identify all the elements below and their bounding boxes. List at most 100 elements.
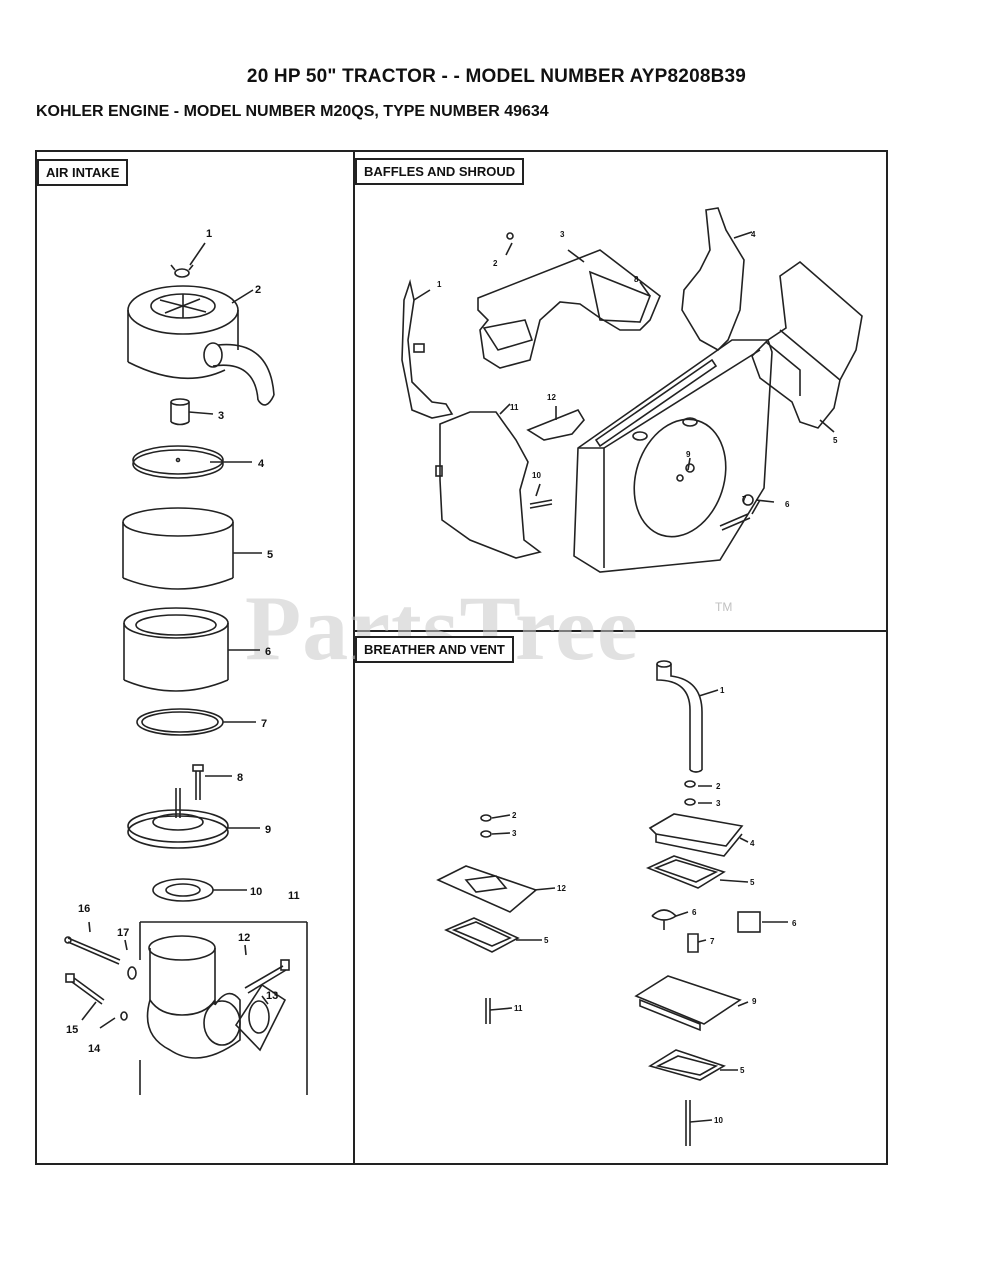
callout-air-17: 17 [117, 927, 129, 939]
callout-breather-5a: 5 [750, 878, 755, 887]
callout-air-3: 3 [218, 410, 224, 422]
part-air-cleaner-cover [127, 285, 275, 406]
part-spacer [170, 398, 190, 426]
part-left-pin-11 [485, 998, 491, 1024]
part-right-washer-3 [684, 798, 696, 806]
callout-air-8: 8 [237, 772, 243, 784]
diagram-frame [35, 150, 888, 1165]
section-label-air-intake: AIR INTAKE [37, 159, 129, 186]
callout-breather-5c: 5 [740, 1066, 745, 1075]
vertical-divider [353, 150, 355, 1165]
part-rod [64, 936, 121, 965]
callout-air-5: 5 [267, 549, 273, 561]
callout-breather-9: 9 [752, 997, 757, 1006]
callout-air-11: 11 [288, 890, 300, 902]
part-gasket-ring [136, 708, 224, 736]
callout-baffle-2: 2 [493, 259, 498, 268]
callout-air-2: 2 [255, 284, 261, 296]
part-precleaner [122, 507, 234, 590]
callout-air-15: 15 [66, 1024, 78, 1036]
breather-parts: 1 2 3 2 3 4 5 12 5 6 6 7 11 9 5 10 [436, 660, 797, 1146]
part-valve-disc [651, 909, 678, 930]
part-right-nut-2 [684, 780, 696, 788]
callout-baffle-4: 4 [751, 230, 756, 239]
part-shroud-bracket-detail [765, 329, 841, 396]
callout-breather-3r: 3 [716, 799, 721, 808]
part-top-baffle [477, 249, 661, 369]
callout-air-10: 10 [250, 886, 262, 898]
part-flange-gasket [234, 983, 287, 1052]
callout-air-14: 14 [88, 1043, 101, 1055]
part-left-plate-12 [436, 865, 538, 913]
part-top-baffle-detail [482, 270, 652, 351]
part-base-gasket [152, 878, 214, 902]
callout-breather-2l: 2 [512, 811, 517, 820]
part-baffle-nut [506, 232, 514, 240]
callout-breather-3l: 3 [512, 829, 517, 838]
part-side-shroud-tab [435, 465, 443, 477]
callout-breather-4: 4 [750, 839, 755, 848]
part-rear-baffle [681, 207, 745, 351]
callout-breather-7: 7 [710, 937, 715, 946]
section-label-breather-vent: BREATHER AND VENT [355, 636, 514, 663]
part-wing-nut [170, 264, 194, 278]
callout-baffle-9: 9 [686, 450, 691, 459]
baffle-parts: 1 2 3 4 5 6 7 8 9 10 11 12 [401, 207, 863, 573]
callout-baffle-8: 8 [634, 275, 639, 284]
callout-breather-6b: 6 [792, 919, 797, 928]
part-small-plate [526, 409, 585, 441]
callout-air-1: 1 [206, 228, 212, 240]
part-long-bolt [65, 973, 105, 1005]
callout-baffle-12: 12 [547, 393, 556, 402]
watermark-tm: TM [715, 600, 733, 614]
page-subtitle: KOHLER ENGINE - MODEL NUMBER M20QS, TYPE… [36, 103, 549, 120]
callout-breather-5b: 5 [544, 936, 549, 945]
part-nut [120, 1011, 128, 1021]
callout-baffle-7: 7 [742, 495, 747, 504]
callout-air-13: 13 [266, 990, 278, 1002]
part-washer [127, 966, 137, 980]
callout-breather-1: 1 [720, 686, 725, 695]
part-shroud-bolt [529, 499, 553, 509]
part-cover-plate [132, 445, 224, 479]
part-right-gasket-5b [648, 1049, 726, 1081]
callout-air-7: 7 [261, 718, 267, 730]
callout-air-12: 12 [238, 932, 250, 944]
part-side-shroud [439, 411, 542, 559]
callout-air-6: 6 [265, 646, 271, 658]
callout-baffle-3: 3 [560, 230, 565, 239]
callout-baffle-6: 6 [785, 500, 790, 509]
horizontal-divider [353, 630, 888, 632]
callout-air-16: 16 [78, 903, 90, 915]
part-blower-housing [573, 339, 773, 573]
part-left-gasket-5 [444, 917, 520, 953]
part-base-plate [127, 788, 229, 849]
callout-breather-11: 11 [514, 1004, 523, 1013]
part-long-stud [685, 1100, 691, 1146]
part-shroud-bracket [751, 260, 863, 429]
part-small-spacer [687, 933, 699, 953]
part-left-nut-2 [480, 814, 492, 822]
part-right-gasket-5 [645, 855, 726, 889]
section-label-baffles-shroud: BAFFLES AND SHROUD [355, 158, 525, 185]
air-intake-parts: 1 2 3 4 5 6 7 8 9 10 11 12 13 14 15 16 1… [64, 228, 308, 1095]
callout-baffle-5: 5 [833, 436, 838, 445]
callout-baffle-11: 11 [510, 403, 519, 412]
part-side-baffle-tab [413, 343, 425, 353]
part-screw [244, 959, 290, 994]
part-shroud-strip [594, 358, 718, 448]
callout-breather-10: 10 [714, 1116, 723, 1125]
part-housing-bolt [719, 513, 751, 531]
part-adapter-assembly [139, 921, 308, 1095]
callout-baffle-10: 10 [532, 471, 541, 480]
callout-air-9: 9 [265, 824, 271, 836]
part-bolt [192, 764, 204, 800]
callout-breather-12: 12 [557, 884, 566, 893]
part-breather-tube [656, 660, 703, 773]
callout-baffle-1: 1 [437, 280, 442, 289]
part-center-screen [685, 463, 695, 473]
part-breather-plate [634, 975, 742, 1032]
part-side-baffle [401, 279, 454, 419]
callout-air-4: 4 [258, 458, 265, 470]
